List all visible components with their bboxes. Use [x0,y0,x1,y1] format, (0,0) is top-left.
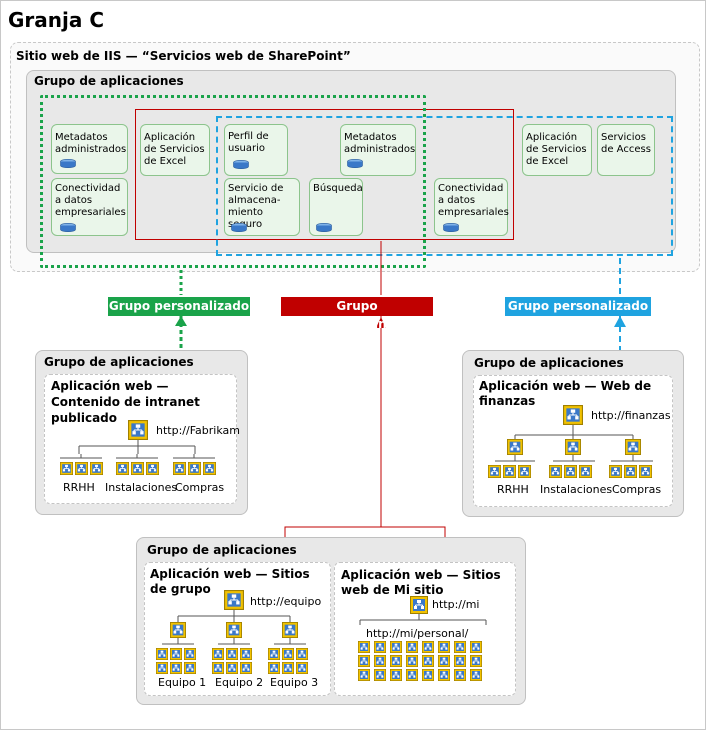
site-collection-icon [224,590,244,610]
site-label: Equipo 3 [270,676,319,689]
site-collection-url: http://Fabrikam [156,424,240,437]
service-bcs-green: Conectividad a datos empresariales [51,178,128,236]
site-icon [625,439,641,455]
site-tree-team [156,590,308,674]
site-icon [90,462,103,475]
site-collection-url: http://mi [432,598,480,611]
site-icon [564,465,577,478]
service-label: Perfil de usuario [228,131,269,154]
service-search: Búsqueda [309,178,363,236]
site-icon [579,465,592,478]
site-icon [173,462,186,475]
tree-lines [162,638,306,645]
site-collection-icon [563,405,583,425]
default-group-badge: Grupo predeterminado [281,297,433,331]
service-label: Metadatos administrados [55,132,127,155]
webapp-team-sites-title: Aplicación web — Sitios de grupo [150,567,310,596]
app-pool-bottom-title: Grupo de aplicaciones [147,543,297,557]
app-pool-right-title: Grupo de aplicaciones [474,356,624,370]
site-icon [170,622,186,638]
site-icon [507,439,523,455]
site-icon [131,462,144,475]
webapp-intranet-title: Aplicación web — Contenido de intranet p… [51,379,200,425]
site-icon [188,462,201,475]
site-icon [518,465,531,478]
farm-title: Granja C [8,8,105,32]
team-subsite-icons [156,648,308,674]
site-icon [116,462,129,475]
site-tree-intranet [60,420,216,475]
service-label: Conectividad a datos empresariales [438,183,509,218]
custom-group-right-outline [216,116,673,256]
service-label: Servicios de Access [601,132,651,155]
site-icon [282,622,298,638]
service-label: Búsqueda [313,183,363,194]
personal-site-icons [358,641,482,681]
custom-group-left-outline [40,95,426,268]
custom-group-left-badge: Grupo personalizado [108,297,250,316]
site-collection-url: http://finanzas [591,409,671,422]
service-excel-blue: Aplicación de Servicios de Excel [522,124,592,176]
site-label: RRHH [63,481,95,494]
site-icon [75,462,88,475]
service-managed-metadata-red: Metadatos administrados [340,124,416,176]
tree-lines [177,610,291,622]
site-label: Instalaciones [105,481,178,494]
site-collection-icon [410,596,428,614]
green-arrow-icon [175,316,187,326]
site-collection-url: http://equipo [250,595,322,608]
site-icon [503,465,516,478]
tree-lines [514,425,634,439]
webapp-finance-title: Aplicación web — Web de finanzas [479,379,652,408]
site-icon [639,465,652,478]
site-label: Compras [612,483,662,496]
app-pool-left-title: Grupo de aplicaciones [44,355,194,369]
service-label: Aplicación de Servicios de Excel [526,132,587,167]
site-icon [226,622,242,638]
iis-site-title: Sitio web de IIS — “Servicios web de Sha… [16,49,351,63]
service-access-blue: Servicios de Access [597,124,655,176]
site-label: Equipo 1 [158,676,207,689]
site-icon [609,465,622,478]
site-label: RRHH [497,483,529,496]
tree-lines [359,614,487,625]
site-icon [624,465,637,478]
top-app-pool-title: Grupo de aplicaciones [34,74,184,88]
tree-lines [495,455,653,462]
blue-arrow-icon [614,316,626,327]
service-label: Aplicación de Servicios de Excel [144,132,205,167]
site-tree-finance [488,405,653,478]
default-group-outline [135,109,514,240]
site-icon [146,462,159,475]
site-icon [488,465,501,478]
service-label: Metadatos administrados [344,132,416,155]
tree-lines [60,454,215,459]
service-excel-red: Aplicación de Servicios de Excel [140,124,210,176]
site-icon [203,462,216,475]
site-icon [549,465,562,478]
service-managed-metadata-green: Metadatos administrados [51,124,128,174]
webapp-my-sites-title: Aplicación web — Sitios web de Mi sitio [341,568,501,597]
site-icon [60,462,73,475]
tree-lines [78,440,196,454]
red-arrow-icon [376,317,386,328]
site-tree-my-sites [358,596,487,681]
custom-group-right-badge: Grupo personalizado [505,297,651,316]
service-user-profile: Perfil de usuario [224,124,288,176]
site-icon [565,439,581,455]
site-label: Compras [175,481,225,494]
service-secure-store: Servicio de almacena-miento seguro [224,178,300,236]
site-collection-icon [128,420,148,440]
service-bcs-red: Conectividad a datos empresariales [434,178,509,236]
service-label: Conectividad a datos empresariales [55,183,126,218]
site-label: Instalaciones [540,483,613,496]
personal-sites-url: http://mi/personal/ [366,627,469,640]
site-label: Equipo 2 [215,676,264,689]
